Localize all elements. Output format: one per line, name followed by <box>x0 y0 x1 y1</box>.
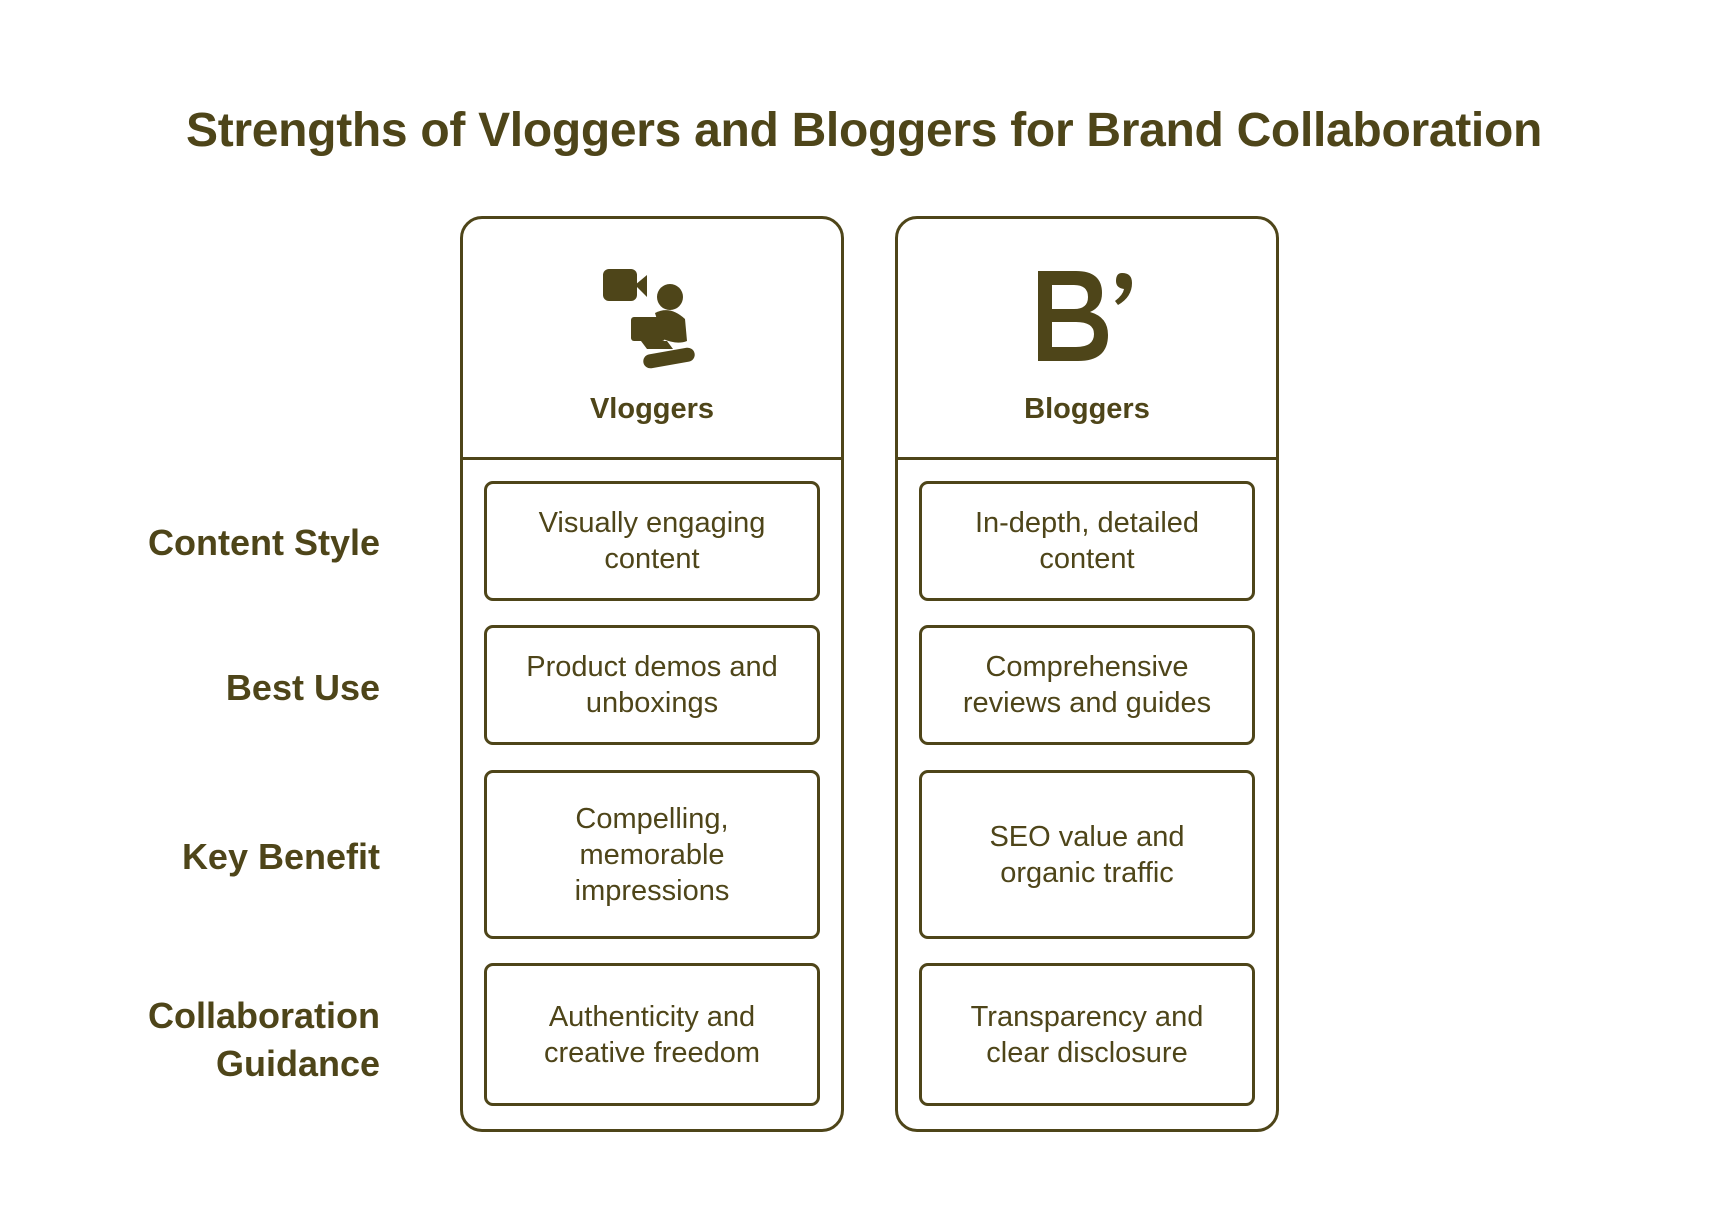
column-header-divider <box>898 457 1276 460</box>
vloggers-column: Vloggers Visually engaging content Produ… <box>460 216 844 1132</box>
vloggers-best-use-cell: Product demos and unboxings <box>484 625 820 745</box>
vloggers-collaboration-guidance-cell: Authenticity and creative freedom <box>484 963 820 1106</box>
row-label-collaboration-guidance: Collaboration Guidance <box>148 995 380 1084</box>
row-label-key-benefit: Key Benefit <box>181 836 380 877</box>
bloggers-best-use-cell: Comprehensive reviews and guides <box>919 625 1255 745</box>
vloggers-key-benefit-cell: Compelling, memorable impressions <box>484 770 820 939</box>
row-label-best-use: Best Use <box>225 667 380 708</box>
bloggers-content-style-cell: In-depth, detailed content <box>919 481 1255 601</box>
bloggers-collaboration-guidance-cell: Transparency and clear disclosure <box>919 963 1255 1106</box>
row-label-content-style: Content Style <box>147 522 380 563</box>
diagram-title: Strengths of Vloggers and Bloggers for B… <box>185 104 1542 157</box>
vloggers-column-title: Vloggers <box>589 393 715 425</box>
vloggers-content-style-cell: Visually engaging content <box>484 481 820 601</box>
vlogger-camera-person-icon <box>603 269 695 369</box>
bloggers-column-title: Bloggers <box>1024 393 1150 425</box>
bloggers-column: Bloggers In-depth, detailed content Comp… <box>895 216 1279 1132</box>
column-header-divider <box>463 457 841 460</box>
bloggers-key-benefit-cell: SEO value and organic traffic <box>919 770 1255 939</box>
blogger-logo-icon <box>1038 271 1132 361</box>
